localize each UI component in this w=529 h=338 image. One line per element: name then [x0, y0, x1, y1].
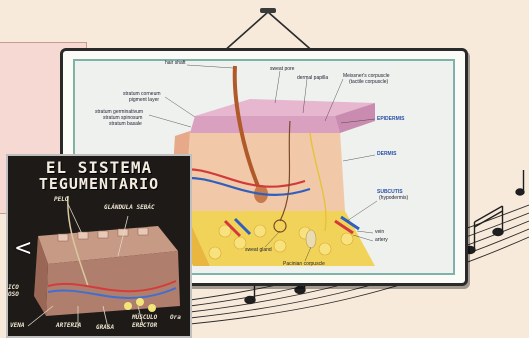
nail-icon	[260, 8, 276, 13]
label-dermal-papilla: dermal papilla	[297, 75, 328, 81]
poster-label-ico: ICO	[8, 284, 19, 291]
poster-label-musculo: MÚSCULO	[132, 314, 157, 321]
label-pacinian: Pacinian corpuscle	[283, 261, 325, 267]
poster-label-vena: VENA	[10, 322, 24, 329]
label-stratum-basale: stratum basale	[109, 121, 142, 127]
label-hair-shaft: hair shaft	[165, 60, 186, 66]
label-sweat-gland: sweat gland	[245, 247, 272, 253]
label-dermis: DERMIS	[377, 151, 396, 157]
poster-label-arteria: ARTERIA	[56, 322, 81, 329]
previous-slide-button[interactable]: <	[14, 236, 32, 261]
poster-credit: Ora	[170, 314, 181, 321]
poster-label-pelo: PELO	[54, 196, 68, 203]
poster-label-oso: OSO	[8, 291, 19, 298]
label-subcutis-sub: (hypodermis)	[379, 195, 408, 201]
label-artery: artery	[375, 237, 388, 243]
poster-el-sistema-tegumentario: EL SISTEMA TEGUMENTARIO PELO GLÁNDULA SE…	[6, 154, 192, 338]
label-epidermis: EPIDERMIS	[377, 116, 405, 122]
label-vein: vein	[375, 229, 384, 235]
poster-label-erector: ERECTOR	[132, 322, 157, 329]
label-meissner-sub: (tactile corpuscle)	[349, 79, 388, 85]
label-pigment-layer: pigment layer	[129, 97, 159, 103]
label-sweat-pore: sweat pore	[270, 66, 294, 72]
poster-label-glandula: GLÁNDULA SEBÁC	[104, 204, 155, 211]
poster-skin-illustration	[8, 156, 190, 336]
poster-label-grasa: GRASA	[96, 324, 114, 331]
